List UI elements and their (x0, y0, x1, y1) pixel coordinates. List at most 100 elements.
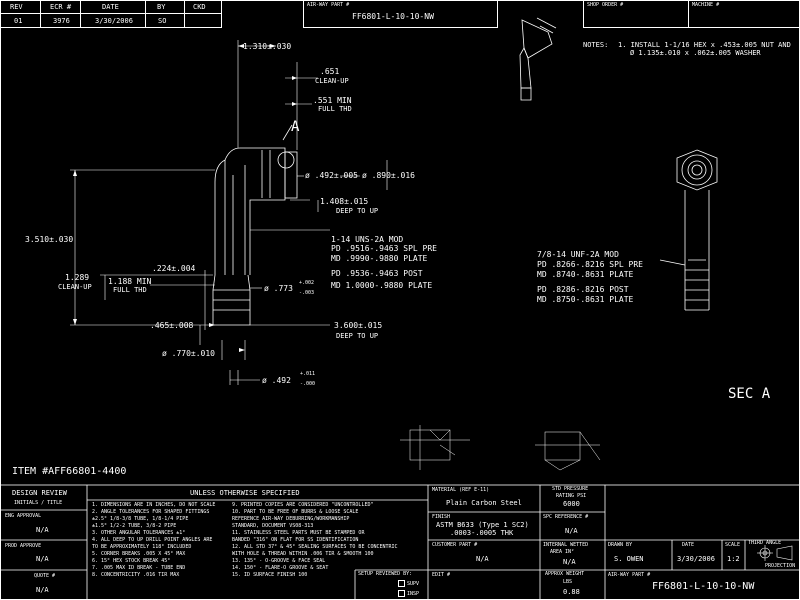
finish-value-1: ASTM B633 (Type 1 SC2) (436, 521, 529, 529)
material-value: Plain Carbon Steel (446, 499, 522, 507)
thread-right-row-2: MD .8740-.8631 PLATE (537, 270, 634, 279)
checkbox-box[interactable] (398, 580, 405, 587)
general-note: 14. 150° - FLARE-O GROOVE & SEAT (232, 565, 329, 571)
dim-224: .224±.004 (152, 264, 196, 273)
general-note: 5. CORNER BREAKS .005 X 45° MAX (92, 551, 186, 557)
internal-wetted-sub: AREA IN² (550, 549, 575, 555)
rev-header-date: DATE (102, 3, 119, 11)
dim-1188: 1.188 MIN (108, 277, 152, 286)
general-note: 7. .005 MAX ID BREAK - TUBE END (92, 565, 186, 571)
dim-651: .651 (320, 67, 340, 76)
quote-label: QUOTE # (34, 573, 56, 579)
general-note: 3. OTHER ANGULAR TOLERANCES ±1° (92, 530, 186, 536)
rev-header-ecr: ECR # (50, 3, 72, 11)
initials-title-label: INITIALS / TITLE (14, 500, 63, 506)
item-number: ITEM #AFF66801-4400 (12, 466, 127, 477)
thread-right-row-3: PD .8286-.8216 POST (537, 285, 629, 294)
by-value: SO (158, 17, 167, 25)
material-label: MATERIAL (REF E-11) (432, 487, 490, 493)
general-notes-right: 9. PRINTED COPIES ARE CONSIDERED "UNCONT… (232, 503, 398, 578)
detail-view-left (400, 425, 470, 470)
supv-label: SUPV (407, 581, 420, 587)
dim-890: ø .890±.016 (362, 171, 415, 180)
std-pressure-label: STD PRESSURE (552, 486, 589, 492)
thread-left-row-1: PD .9516-.9463 SPL PRE (331, 244, 437, 253)
setup-reviewed-label: SETUP REVIEWED BY: (358, 571, 413, 577)
sec-a-label: SEC A (728, 386, 771, 402)
rev-header-by: BY (157, 3, 166, 11)
insp-label: INSP (407, 591, 420, 597)
dim-1289: 1.289 (65, 273, 90, 282)
general-note: BANDED "316" ON FLAT FOR SS IDENTIFICATI… (232, 537, 359, 543)
dim-492b-tol-top: +.011 (300, 371, 316, 377)
general-note: 9. PRINTED COPIES ARE CONSIDERED "UNCONT… (232, 502, 374, 508)
projection-label: PROJECTION (765, 563, 796, 569)
detail-view-right (535, 431, 601, 471)
general-note: REFERENCE AIR-WAY DEBURRING/WORKMANSHIP (232, 516, 350, 522)
note-1-line-1: 1. INSTALL 1-1/16 HEX x .453±.005 NUT AN… (618, 41, 791, 49)
unless-specified-heading: UNLESS OTHERWISE SPECIFIED (190, 489, 300, 497)
dim-773: ø .773 (264, 284, 293, 293)
drawn-by-label: DRAWN BY (608, 542, 633, 548)
dim-1310: 1.310±.030 (243, 42, 292, 51)
dim-651-sub: CLEAN-UP (315, 77, 349, 85)
dim-492b-tol-bot: -.000 (300, 381, 316, 387)
internal-wetted-value: N/A (563, 558, 576, 566)
general-note: STANDARD, DOCUMENT VS08-313 (232, 523, 314, 529)
checkbox-box[interactable] (398, 590, 405, 597)
revision-block-frame (0, 0, 222, 28)
rev-header-rev: REV (10, 3, 23, 11)
dim-770: ø .770±.010 (162, 349, 215, 358)
scale-value: 1:2 (727, 555, 740, 563)
spec-ref-value: N/A (565, 527, 578, 535)
airway-part-label: AIR-WAY PART # (307, 2, 350, 8)
approx-weight-label: APPROX WEIGHT (545, 571, 585, 577)
projection-symbol (757, 545, 793, 561)
shop-order-label: SHOP ORDER # (587, 2, 624, 8)
prod-approval-value: N/A (36, 555, 49, 563)
rev-col-line (80, 0, 81, 28)
general-note: 12. ALL STD 37° & 45° SEALING SURFACES T… (232, 544, 398, 550)
customer-part-label: CUSTOMER PART # (432, 542, 478, 548)
general-note: 1. DIMENSIONS ARE IN INCHES, DO NOT SCAL… (92, 502, 216, 508)
general-note: 8. CONCENTRICITY .016 TIR MAX (92, 572, 180, 578)
scale-label: SCALE (725, 542, 741, 548)
eng-approval-label: ENG APPROVAL (5, 513, 42, 519)
general-note: 13. 135° - O-GROOVE & FACE SEAL (232, 558, 326, 564)
general-note: 15. ID SURFACE FINISH 100 (232, 572, 308, 578)
general-note: 11. STAINLESS STEEL PARTS MUST BE STAMPE… (232, 530, 365, 536)
dim-3600-sub: DEEP TO UP (336, 332, 379, 340)
internal-wetted-label: INTERNAL WETTED (543, 542, 589, 548)
rev-divider (0, 13, 222, 14)
thread-left-title: 1-14 UNS-2A MOD (331, 235, 404, 244)
spec-ref-label: SPC REFERENCE # (543, 514, 589, 520)
airway-part-label-2: AIR-WAY PART # (608, 572, 651, 578)
dim-1289-sub: CLEAN-UP (58, 283, 92, 291)
customer-part-value: N/A (476, 555, 489, 563)
thread-left-row-2: MD .9990-.9880 PLATE (331, 254, 428, 263)
supv-checkbox[interactable]: SUPV (398, 580, 419, 587)
thread-left-row-3: PD .9536-.9463 POST (331, 269, 423, 278)
elbow-side-view (212, 124, 298, 326)
date-value: 3/30/2006 (95, 17, 133, 25)
date-label: DATE (682, 542, 695, 548)
finish-value-2: .0003-.0005 THK (450, 529, 514, 537)
thread-right-row-4: MD .8750-.8631 PLATE (537, 295, 634, 304)
general-note: ±1.5° 1/2-2 TUBE, 3/8-2 PIPE (92, 523, 177, 529)
quote-value: N/A (36, 586, 49, 594)
insp-checkbox[interactable]: INSP (398, 590, 419, 597)
dim-492b: ø .492 (262, 376, 291, 385)
rev-col-line (40, 0, 41, 28)
rev-col-line (184, 0, 185, 28)
approx-weight-sub: LBS (563, 579, 573, 585)
dim-1188-sub: FULL THD (113, 286, 147, 294)
dim-551: .551 MIN (313, 96, 352, 105)
general-note: TO BE APPROXIMATELY 118° INCLUDED (92, 544, 192, 550)
isometric-view (519, 17, 557, 101)
dim-773-tol-top: +.002 (299, 280, 315, 286)
edit-label: EDIT # (432, 572, 451, 578)
rev-value: 01 (14, 17, 23, 25)
rev-col-line (145, 0, 146, 28)
general-note: ±2.5° 1/8-3/8 TUBE, 1/8-1/4 PIPE (92, 516, 189, 522)
